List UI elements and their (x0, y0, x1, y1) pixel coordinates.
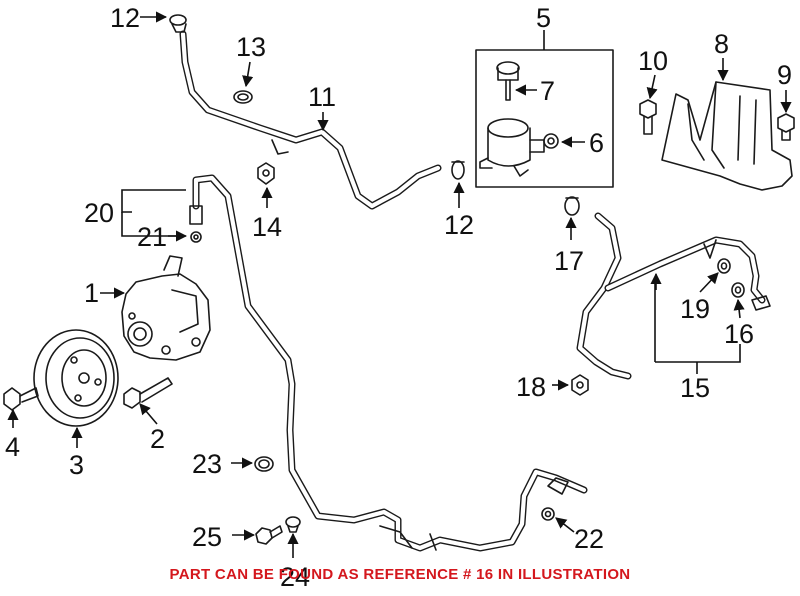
callout-12-mid: 12 (444, 210, 474, 240)
callout-6: 6 (589, 128, 604, 158)
callout-10: 10 (638, 46, 668, 76)
callout-12-top: 12 (110, 3, 140, 33)
part-reference-notice: PART CAN BE FOUND AS REFERENCE # 16 IN I… (169, 566, 631, 583)
bolt-25 (255, 525, 283, 545)
callout-13: 13 (236, 32, 266, 62)
power-steering-pump (121, 255, 211, 361)
callout-23: 23 (192, 449, 222, 479)
callout-21: 21 (137, 222, 167, 252)
hose-clamp-top (169, 14, 187, 33)
bolt-4 (3, 387, 39, 411)
pulley-3 (33, 329, 119, 427)
clamp-23 (254, 456, 274, 472)
return-line-15 (576, 212, 771, 380)
callout-8: 8 (714, 29, 729, 59)
callout-2: 2 (150, 424, 165, 454)
callout-11: 11 (308, 82, 336, 112)
pressure-line-20 (189, 174, 588, 552)
bolt-10 (639, 99, 657, 135)
callout-5: 5 (536, 3, 551, 33)
upper-hose-part (179, 30, 442, 210)
callout-19: 19 (680, 294, 710, 324)
callout-4: 4 (5, 432, 20, 462)
callout-22: 22 (574, 524, 604, 554)
washer-19 (717, 258, 731, 274)
hose-clamp-12b (451, 160, 465, 180)
bolt-2 (123, 377, 173, 409)
bolt-9 (777, 113, 795, 141)
callout-9: 9 (777, 60, 792, 90)
clamp-24 (285, 516, 301, 533)
washer-16 (731, 282, 745, 298)
leader-lines (7, 11, 792, 558)
callout-20: 20 (84, 198, 114, 228)
callout-15: 15 (680, 373, 710, 403)
washer-22 (541, 507, 555, 521)
mounting-bracket-8 (661, 81, 793, 191)
callout-3: 3 (69, 450, 84, 480)
nut-14 (257, 162, 275, 185)
callout-numbers: 12 13 11 14 12 5 7 6 10 8 9 17 19 16 15 … (5, 3, 792, 592)
clamp-17 (564, 196, 580, 216)
callout-17: 17 (554, 246, 584, 276)
nut-18 (571, 374, 589, 396)
o-ring-21 (190, 231, 202, 243)
callout-18: 18 (516, 372, 546, 402)
callout-24: 24 (280, 562, 310, 591)
callout-25: 25 (192, 522, 222, 552)
callout-16: 16 (724, 319, 754, 349)
callout-7: 7 (540, 76, 555, 106)
callout-14: 14 (252, 212, 282, 242)
reservoir-assembly-box (475, 49, 614, 188)
callout-1: 1 (84, 278, 99, 308)
hose-clamp-13 (233, 90, 253, 104)
